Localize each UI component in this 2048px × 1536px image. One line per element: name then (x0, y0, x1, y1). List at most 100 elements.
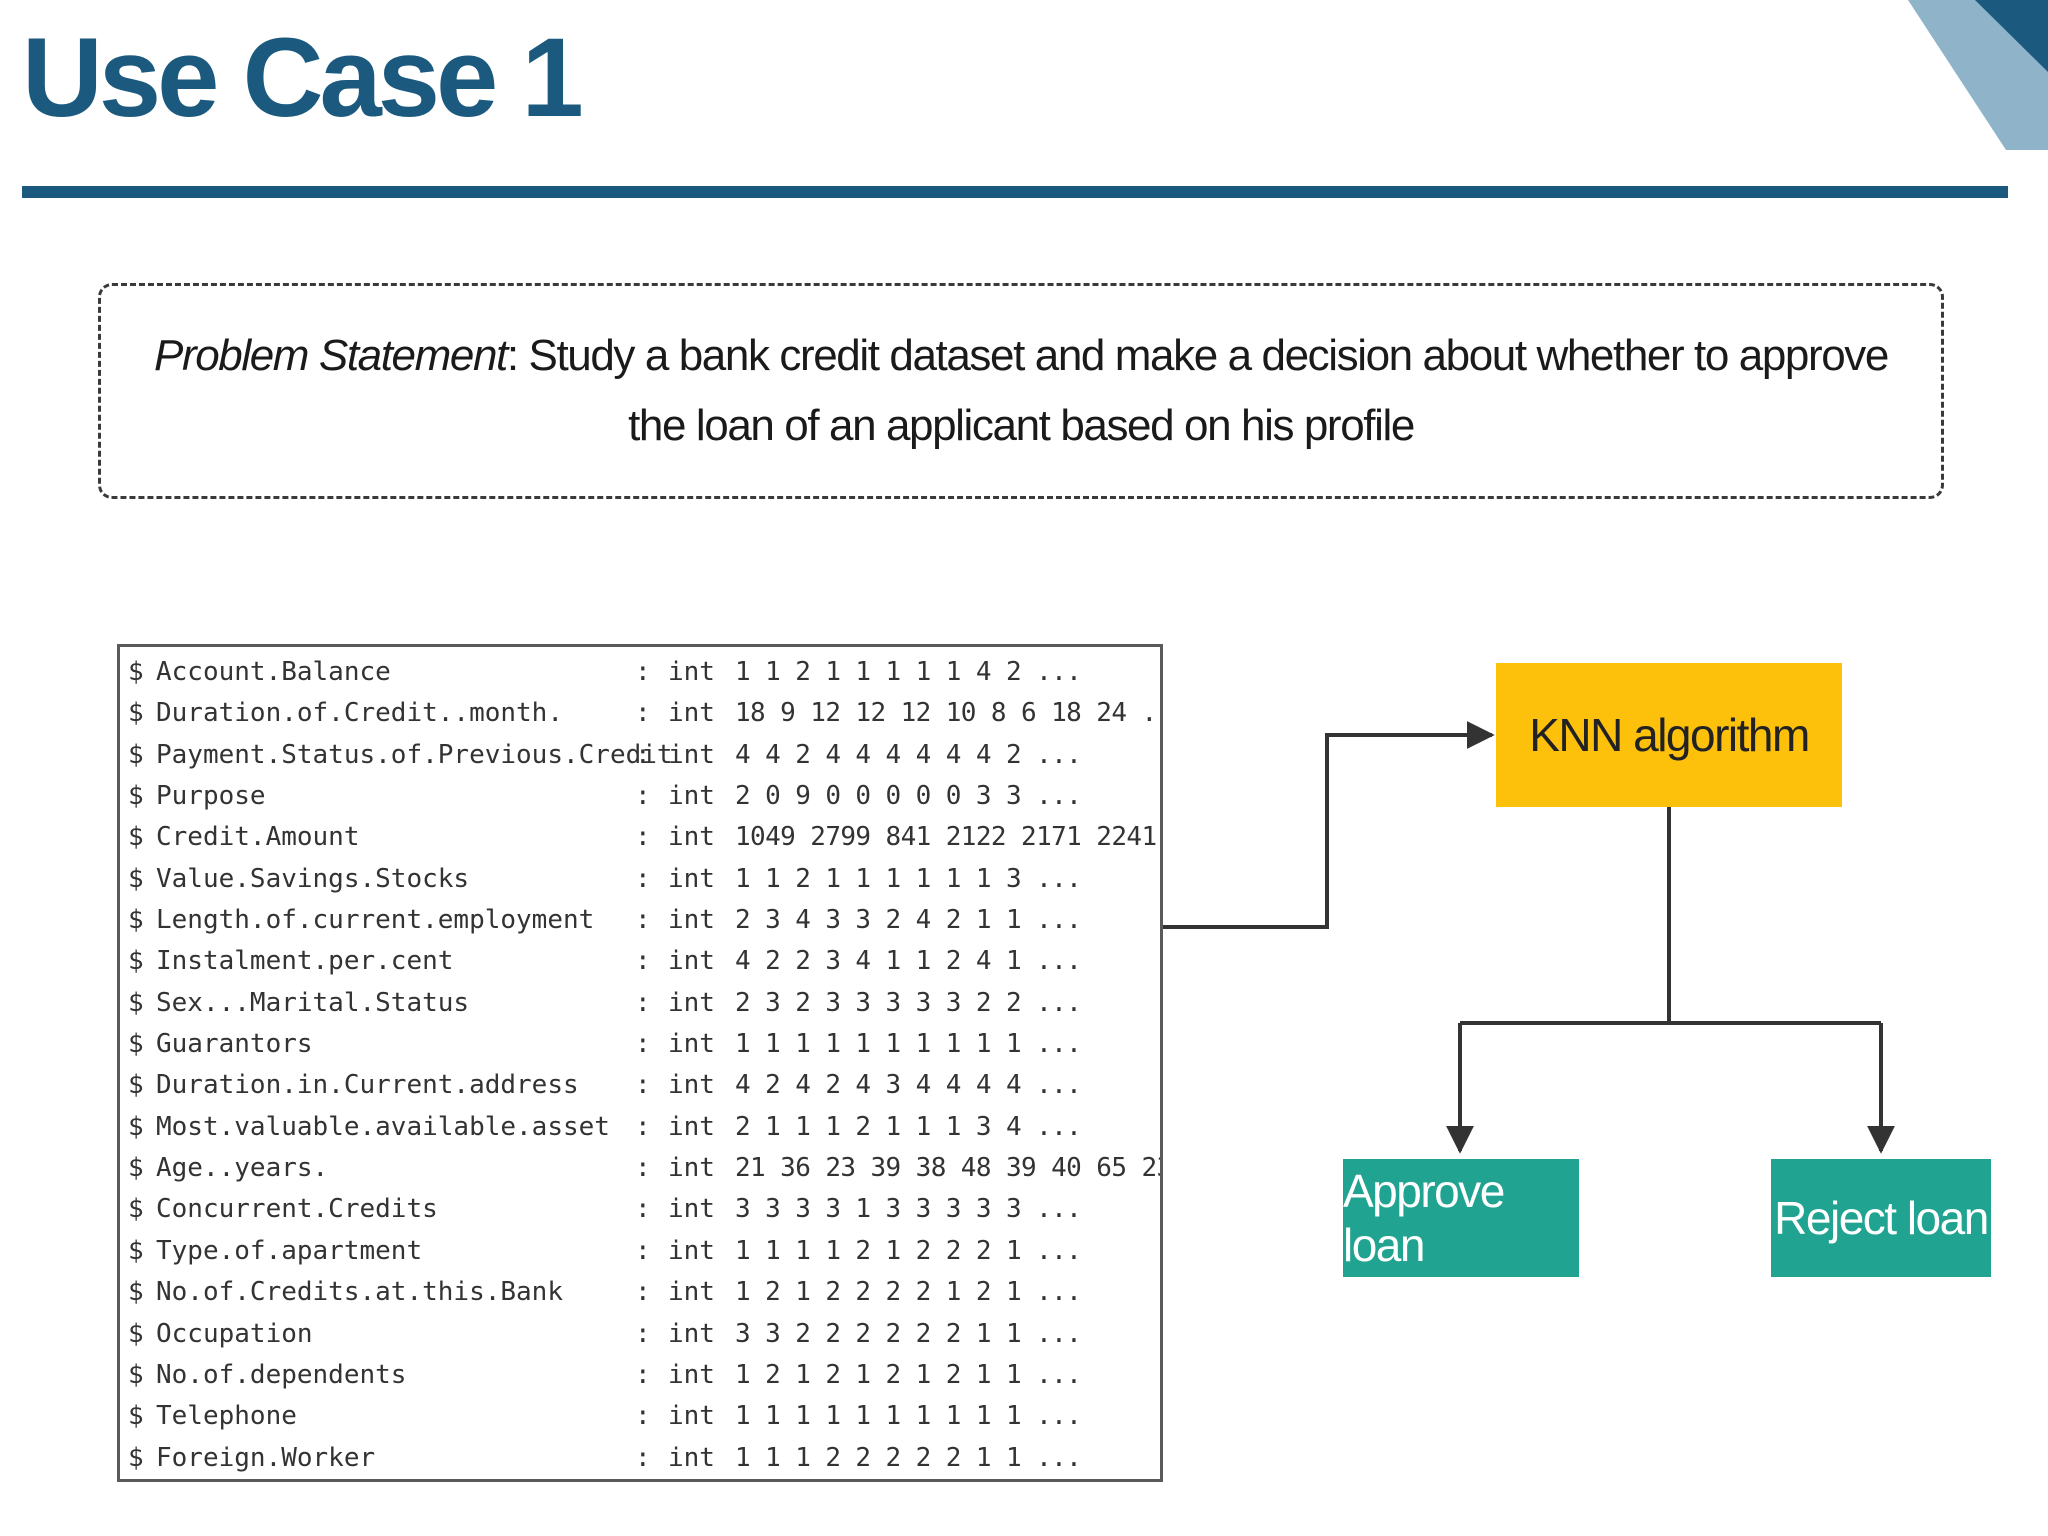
row-colon: : (635, 739, 651, 770)
row-colon: : (635, 863, 651, 894)
row-variable-name: Length.of.current.employment (156, 905, 595, 936)
row-variable-type: int (668, 863, 715, 894)
row-variable-name: Most.valuable.available.asset (156, 1111, 610, 1142)
row-colon: : (635, 822, 651, 853)
problem-statement-colon: : (506, 331, 529, 380)
row-sample-values: 4 2 4 2 4 3 4 4 4 4 ... (735, 1070, 1082, 1101)
row-variable-name: Credit.Amount (156, 822, 360, 853)
row-variable-type: int (668, 781, 715, 812)
row-colon: : (635, 1111, 651, 1142)
row-variable-type: int (668, 1277, 715, 1308)
row-dollar-sign: $ (128, 1401, 144, 1432)
reject-loan-node: Reject loan (1771, 1159, 1991, 1277)
row-dollar-sign: $ (128, 1359, 144, 1390)
knn-algorithm-node: KNN algorithm (1496, 663, 1842, 807)
approve-loan-node: Approve loan (1343, 1159, 1579, 1277)
row-dollar-sign: $ (128, 1442, 144, 1473)
row-colon: : (635, 698, 651, 729)
title-underline (22, 186, 2008, 198)
row-variable-type: int (668, 1235, 715, 1266)
dataset-row: $ No.of.Credits.at.this.Bank: int 1 2 1 2 2… (120, 1272, 1160, 1313)
row-variable-type: int (668, 1070, 715, 1101)
row-colon: : (635, 1359, 651, 1390)
row-variable-type: int (668, 1111, 715, 1142)
arrow-data-to-knn (1163, 721, 1495, 929)
row-dollar-sign: $ (128, 1070, 144, 1101)
row-variable-type: int (668, 822, 715, 853)
row-sample-values: 4 2 2 3 4 1 1 2 4 1 ... (735, 946, 1082, 977)
row-sample-values: 1049 2799 841 2122 2171 2241 (735, 822, 1157, 853)
row-colon: : (635, 1277, 651, 1308)
row-dollar-sign: $ (128, 987, 144, 1018)
row-variable-name: Payment.Status.of.Previous.Credit (156, 739, 673, 770)
problem-statement: Problem Statement: Study a bank credit d… (151, 321, 1891, 461)
row-dollar-sign: $ (128, 1318, 144, 1349)
row-dollar-sign: $ (128, 863, 144, 894)
row-variable-type: int (668, 1359, 715, 1390)
row-variable-name: Occupation (156, 1318, 313, 1349)
row-variable-name: No.of.dependents (156, 1359, 407, 1390)
row-dollar-sign: $ (128, 657, 144, 687)
row-sample-values: 1 1 1 1 1 1 1 1 1 1 ... (735, 1401, 1082, 1432)
row-colon: : (635, 657, 651, 687)
row-variable-type: int (668, 946, 715, 977)
row-variable-name: Instalment.per.cent (156, 946, 454, 977)
knn-algorithm-label: KNN algorithm (1529, 709, 1810, 761)
reject-loan-label: Reject loan (1774, 1192, 1989, 1244)
row-sample-values: 2 1 1 1 2 1 1 1 3 4 ... (735, 1111, 1082, 1142)
row-variable-name: Guarantors (156, 1029, 313, 1060)
row-sample-values: 1 1 1 2 2 2 2 2 1 1 ... (735, 1442, 1082, 1473)
row-variable-type: int (668, 739, 715, 770)
row-dollar-sign: $ (128, 1029, 144, 1060)
row-dollar-sign: $ (128, 1235, 144, 1266)
problem-statement-label: Problem Statement (154, 331, 508, 380)
row-variable-type: int (668, 1442, 715, 1473)
row-variable-type: int (668, 905, 715, 936)
row-variable-type: int (668, 1401, 715, 1432)
problem-statement-text: Study a bank credit dataset and make a d… (528, 331, 1890, 450)
row-sample-values: 18 9 12 12 12 10 8 6 18 24 ... (735, 698, 1163, 729)
row-sample-values: 4 4 2 4 4 4 4 4 4 2 ... (735, 739, 1082, 770)
row-sample-values: 1 2 1 2 2 2 2 1 2 1 ... (735, 1277, 1082, 1308)
row-colon: : (635, 1401, 651, 1432)
row-sample-values: 1 1 2 1 1 1 1 1 1 3 ... (735, 863, 1082, 894)
row-sample-values: 1 1 1 1 2 1 2 2 2 1 ... (735, 1235, 1082, 1266)
row-sample-values: 21 36 23 39 38 48 39 40 65 23 (735, 1153, 1163, 1184)
row-variable-name: Purpose (156, 781, 266, 812)
row-variable-type: int (668, 1194, 715, 1225)
row-dollar-sign: $ (128, 905, 144, 936)
row-variable-type: int (668, 657, 715, 687)
row-colon: : (635, 1442, 651, 1473)
problem-statement-box: Problem Statement: Study a bank credit d… (98, 283, 1944, 499)
row-dollar-sign: $ (128, 1111, 144, 1142)
row-sample-values: 2 0 9 0 0 0 0 0 3 3 ... (735, 781, 1082, 812)
row-variable-name: No.of.Credits.at.this.Bank (156, 1277, 563, 1308)
row-colon: : (635, 1153, 651, 1184)
row-sample-values: 2 3 4 3 3 2 4 2 1 1 ... (735, 905, 1082, 936)
row-dollar-sign: $ (128, 1153, 144, 1184)
row-dollar-sign: $ (128, 1277, 144, 1308)
dataset-row: $ Most.valuable.available.asset: int 2 1 1 … (120, 1107, 1160, 1148)
row-sample-values: 1 1 1 1 1 1 1 1 1 1 ... (735, 1029, 1082, 1060)
row-sample-values: 1 1 2 1 1 1 1 1 4 2 ... (735, 657, 1082, 687)
row-variable-name: Duration.of.Credit..month. (156, 698, 563, 729)
row-colon: : (635, 1235, 651, 1266)
row-colon: : (635, 1318, 651, 1349)
row-colon: : (635, 987, 651, 1018)
approve-loan-label: Approve loan (1343, 1165, 1505, 1271)
row-colon: : (635, 1029, 651, 1060)
row-dollar-sign: $ (128, 698, 144, 729)
